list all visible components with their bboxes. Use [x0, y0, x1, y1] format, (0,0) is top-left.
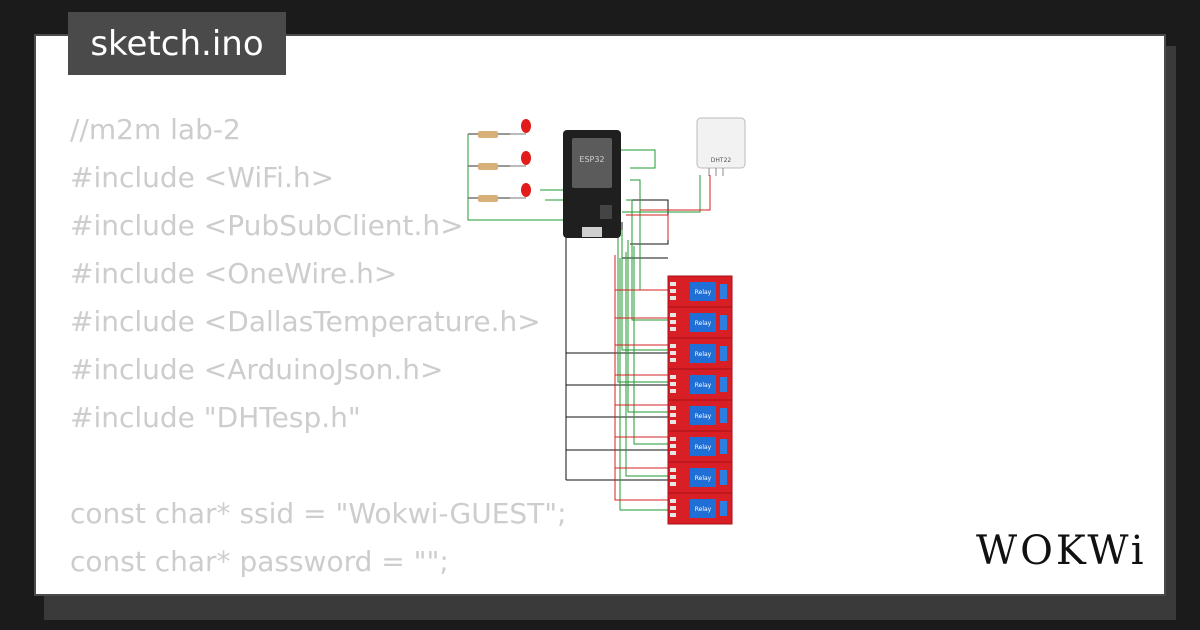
relay-pin	[670, 296, 676, 300]
relay-pin	[670, 351, 676, 355]
esp32-board: ESP32	[563, 130, 621, 238]
relay-terminal	[720, 439, 727, 454]
relay-pin	[670, 282, 676, 286]
file-tab[interactable]: sketch.ino	[68, 12, 286, 75]
relay-label: Relay	[695, 320, 712, 327]
code-line: #include "DHTesp.h"	[70, 401, 361, 434]
code-line: #include <WiFi.h>	[70, 161, 335, 194]
relay-pin	[670, 344, 676, 348]
code-line: #include <ArduinoJson.h>	[70, 353, 444, 386]
relay-pin	[670, 482, 676, 486]
relay-pin	[670, 420, 676, 424]
leds	[510, 119, 531, 199]
code-preview: //m2m lab-2 #include <WiFi.h> #include <Pu…	[70, 106, 755, 594]
resistors	[468, 131, 510, 202]
relay-label: Relay	[695, 382, 712, 389]
relay-pin	[670, 327, 676, 331]
relay-pin	[670, 513, 676, 517]
relay-label: Relay	[695, 289, 712, 296]
code-line: const char* ssid = "Wokwi-GUEST";	[70, 497, 567, 530]
relay-pin	[670, 382, 676, 386]
code-line: #include <PubSubClient.h>	[70, 209, 464, 242]
code-line: #include <DallasTemperature.h>	[70, 305, 541, 338]
relay-pin	[670, 499, 676, 503]
relay-pin	[670, 406, 676, 410]
relay-pin	[670, 437, 676, 441]
relay-pin	[670, 413, 676, 417]
relay-coil	[690, 313, 716, 332]
relay-pin	[670, 506, 676, 510]
relay-terminal	[720, 284, 727, 299]
code-line: const char* mqtt_server = "broker.hivemq…	[70, 586, 755, 594]
relay-label: Relay	[695, 351, 712, 358]
relay-label: Relay	[695, 413, 712, 420]
code-line: //m2m lab-2	[70, 113, 241, 146]
relay-pin	[670, 468, 676, 472]
relay-terminal	[720, 315, 727, 330]
relay-pin	[670, 313, 676, 317]
relay-pin	[670, 444, 676, 448]
relay-pin	[670, 358, 676, 362]
relay-terminal	[720, 346, 727, 361]
ground-wires	[565, 199, 669, 481]
relay-coil	[690, 406, 716, 425]
relay-pin	[670, 375, 676, 379]
esp32-label: ESP32	[579, 155, 604, 164]
relay-coil	[690, 375, 716, 394]
relay-pin	[670, 451, 676, 455]
relay-label: Relay	[695, 444, 712, 451]
dht22-label: DHT22	[711, 157, 732, 164]
relay-coil	[690, 499, 716, 518]
code-line: const char* password = "";	[70, 545, 449, 578]
relay-terminal	[720, 377, 727, 392]
relay-terminal	[720, 408, 727, 423]
signal-wires	[467, 134, 701, 511]
dht22-sensor: DHT22	[696, 117, 746, 176]
relay-pin	[670, 320, 676, 324]
relay-pin	[670, 289, 676, 293]
preview-card: //m2m lab-2 #include <WiFi.h> #include <Pu…	[34, 34, 1166, 596]
relay-terminal	[720, 501, 727, 516]
relay-coil	[690, 344, 716, 363]
relay-pin	[670, 389, 676, 393]
code-line: #include <OneWire.h>	[70, 257, 398, 290]
relay-coil	[690, 437, 716, 456]
relay-label: Relay	[695, 506, 712, 513]
relay-coil	[690, 468, 716, 487]
power-wires	[614, 175, 711, 501]
relay-coil	[690, 282, 716, 301]
relay-terminal	[720, 470, 727, 485]
relay-pin	[670, 475, 676, 479]
wokwi-logo: WOKWi	[976, 528, 1147, 574]
relay-label: Relay	[695, 475, 712, 482]
